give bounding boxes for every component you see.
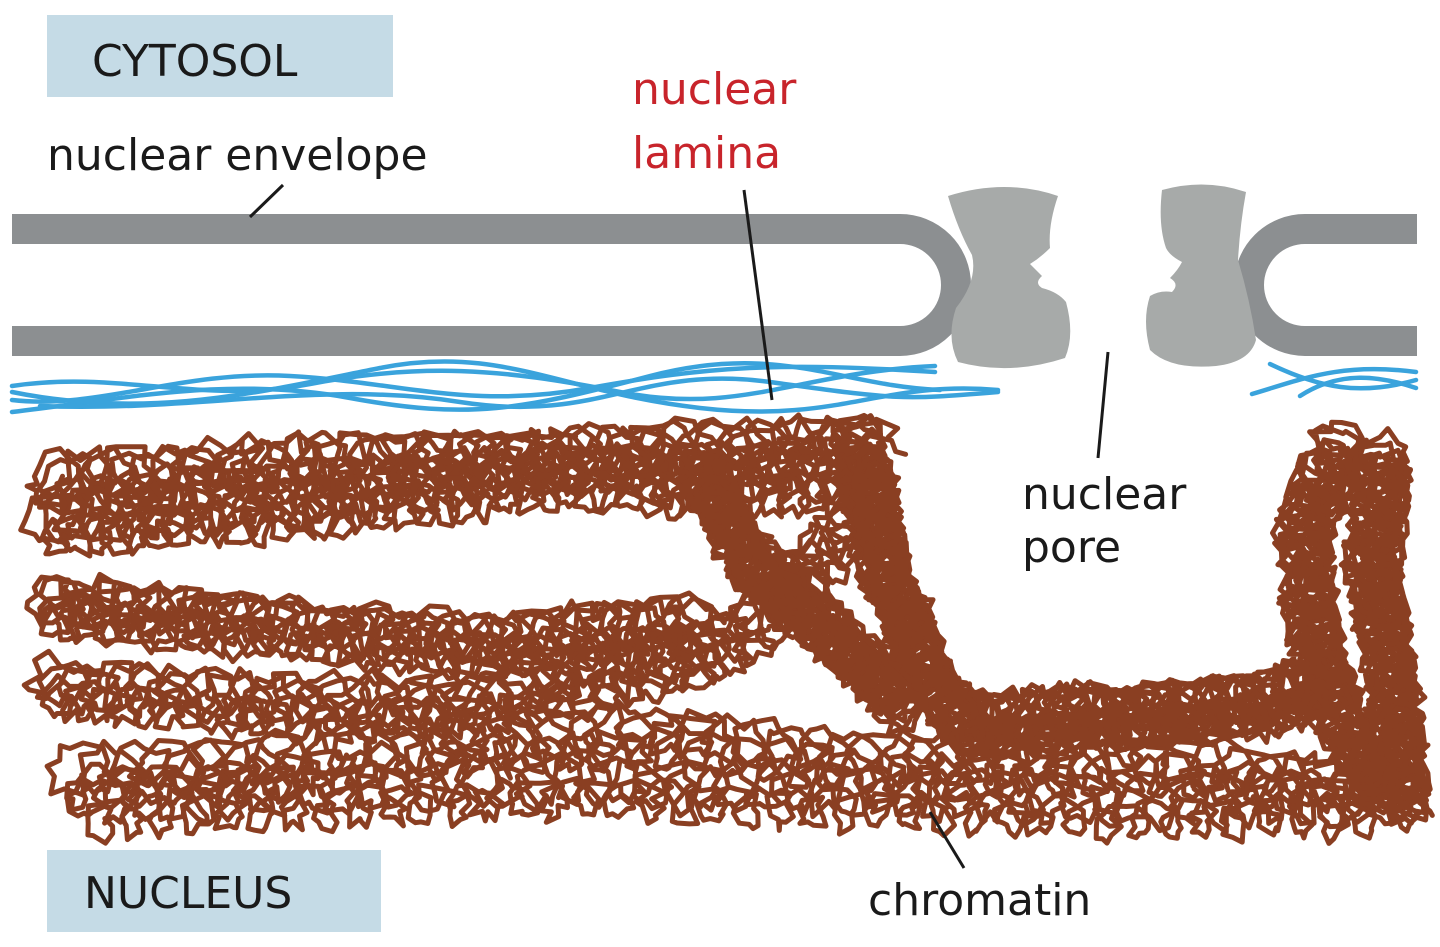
- nuclear-envelope-membrane: [12, 214, 1417, 356]
- nucleus-box: [47, 850, 381, 932]
- nuclear-pore-complex: [948, 184, 1256, 369]
- pore-leader: [1096, 351, 1110, 459]
- leader-lines: [248, 183, 1110, 869]
- nuclear-envelope-label: nuclear envelope: [47, 130, 428, 181]
- chromatin: [18, 412, 1435, 846]
- nuclear-lamina-label-line2: lamina: [632, 128, 781, 179]
- nuclear-pore-label-line1: nuclear: [1022, 469, 1187, 520]
- lamina-leader: [742, 189, 774, 401]
- nuclear-lamina-label-line1: nuclear: [632, 64, 797, 115]
- nuclear-pore-label-line2: pore: [1022, 522, 1121, 573]
- cytosol-box: [47, 15, 393, 97]
- cytosol-label: CYTOSOL: [92, 36, 298, 87]
- envelope-leader: [248, 183, 285, 219]
- nuclear-lamina: [9, 359, 1419, 415]
- chromatin-leader: [928, 811, 966, 869]
- nucleus-label: NUCLEUS: [84, 868, 292, 919]
- chromatin-label: chromatin: [868, 875, 1091, 926]
